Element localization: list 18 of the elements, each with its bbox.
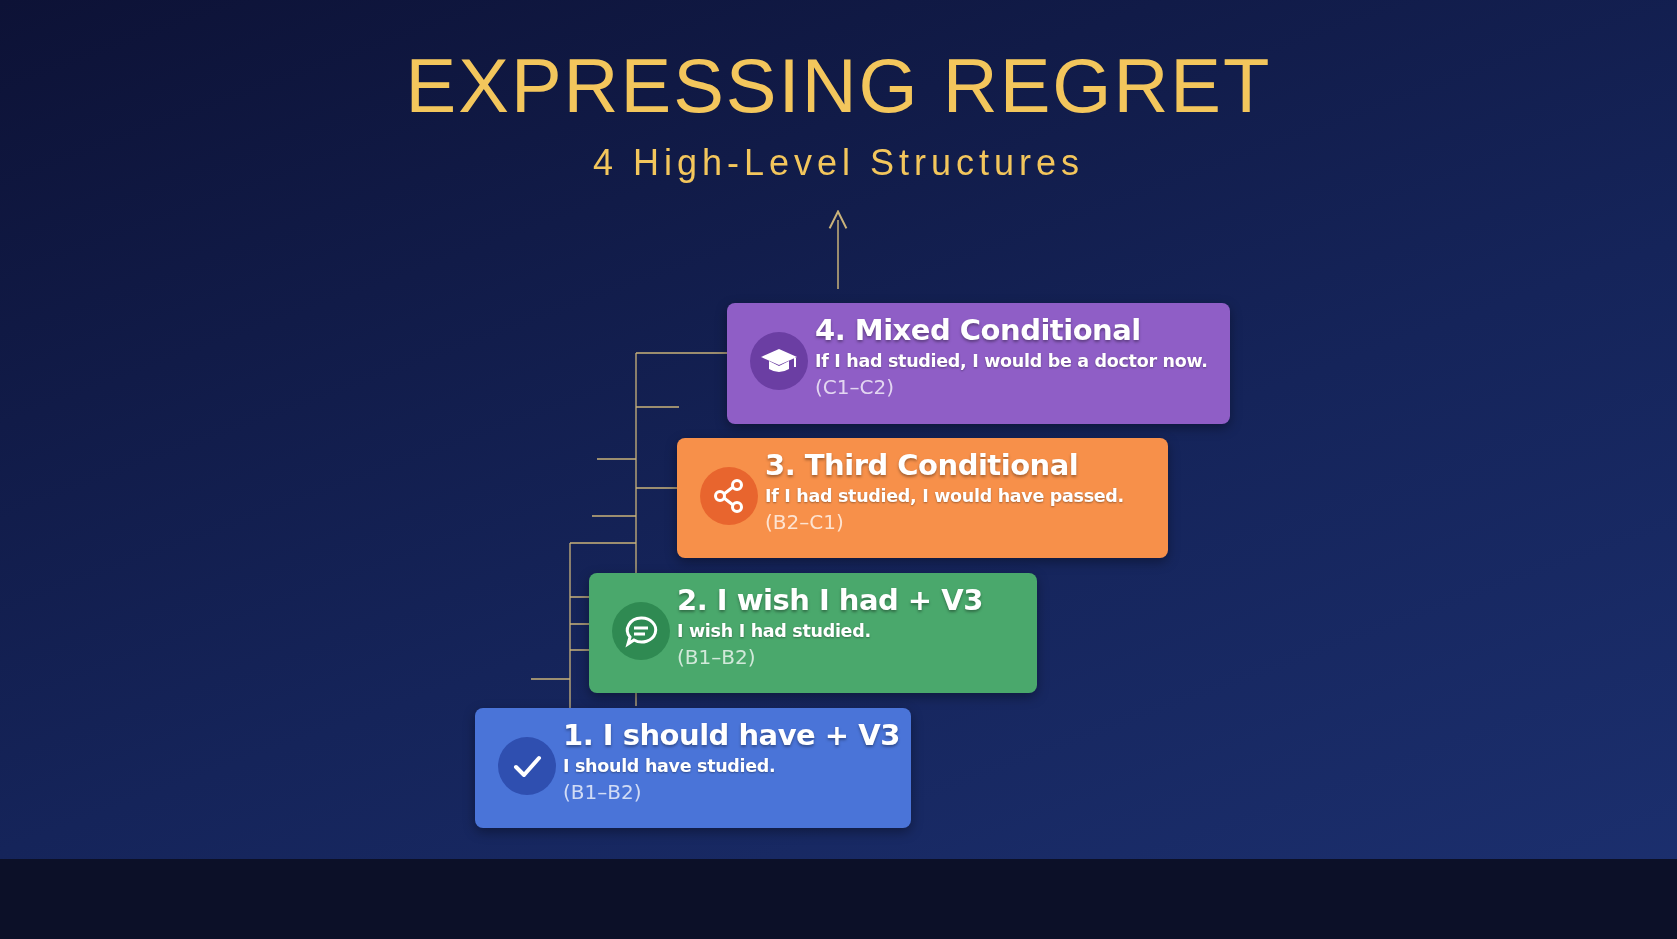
level-card (589, 573, 1037, 693)
card-heading: 2. I wish I had + V3 (677, 583, 983, 617)
example-sentence: I should have studied. (563, 756, 776, 776)
level-range: (B1–B2) (563, 780, 642, 804)
card-heading: 3. Third Conditional (765, 448, 1079, 482)
example-sentence: I wish I had studied. (677, 621, 871, 641)
card-heading: 1. I should have + V3 (563, 718, 900, 752)
level-card (727, 303, 1230, 424)
title: EXPRESSING REGRET (405, 43, 1272, 128)
level-card (475, 708, 911, 828)
level-card (677, 438, 1168, 558)
example-sentence: If I had studied, I would have passed. (765, 486, 1124, 506)
subtitle: 4 High-Level Structures (592, 142, 1085, 183)
level-range: (B2–C1) (765, 510, 844, 534)
level-range: (C1–C2) (815, 375, 894, 399)
card-heading: 4. Mixed Conditional (815, 313, 1141, 347)
example-sentence: If I had studied, I would be a doctor now. (815, 351, 1208, 371)
level-range: (B1–B2) (677, 645, 756, 669)
